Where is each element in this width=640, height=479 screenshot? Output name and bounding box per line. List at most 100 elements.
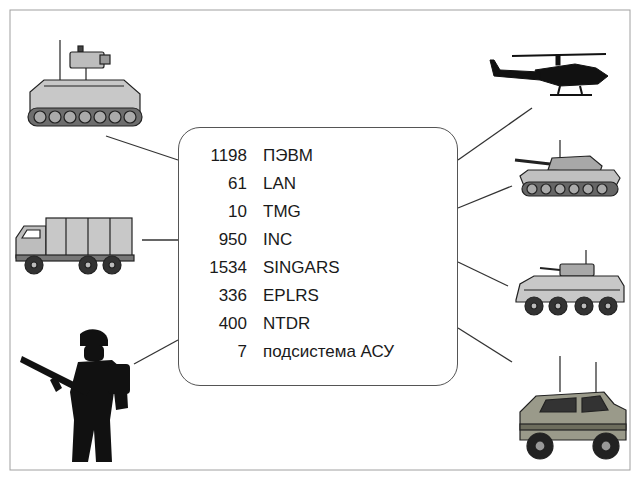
count-value: 400 <box>179 310 247 338</box>
cargo-truck-part-part <box>103 256 121 274</box>
cargo-truck-part <box>25 256 121 274</box>
tracked-apc-part <box>44 85 124 86</box>
wheeled-apc-part <box>524 289 620 290</box>
humvee-part <box>535 441 611 451</box>
item-name: TMG <box>263 198 394 226</box>
humvee-part <box>582 396 608 412</box>
wheeled-apc-part-part <box>581 303 587 309</box>
tank-part-part <box>541 184 551 194</box>
helicopter-part <box>556 55 560 65</box>
tracked-apc-part-part <box>94 111 106 123</box>
tank-part-part <box>583 184 593 194</box>
cargo-truck-part <box>65 218 66 256</box>
tracked-apc-part-part <box>34 111 46 123</box>
wheeled-apc-part-part <box>531 303 537 309</box>
cargo-truck-part-part <box>85 262 91 268</box>
count-value: 7 <box>179 338 247 366</box>
helicopter-part <box>550 94 592 96</box>
soldier-part <box>20 356 90 396</box>
tracked-apc-part <box>85 68 86 80</box>
wheeled-apc-part-part <box>575 297 593 315</box>
humvee <box>520 356 626 459</box>
helicopter-part <box>580 86 582 94</box>
tank-part <box>527 184 607 194</box>
cargo-truck-part <box>31 262 115 268</box>
humvee-part-part <box>535 441 545 451</box>
helicopter-part <box>558 86 560 94</box>
humvee-part-part <box>527 433 553 459</box>
cargo-truck-part-part <box>79 256 97 274</box>
count-value: 10 <box>179 198 247 226</box>
humvee-part <box>595 362 596 394</box>
tracked-apc-part <box>59 40 60 80</box>
tracked-apc-part-part <box>124 111 136 123</box>
list-box: 1198 ПЭВМ 61 LAN 10 TMG 950 INC 1534 SINGARS 336 EP… <box>178 127 458 386</box>
tracked-apc-part-part <box>109 111 121 123</box>
item-name: INC <box>263 226 394 254</box>
count-value: 1198 <box>179 142 247 170</box>
helicopter-part <box>535 64 608 86</box>
tracked-apc-part <box>100 55 110 64</box>
leader-line-part <box>458 108 532 160</box>
cargo-truck-part <box>109 218 110 256</box>
wheeled-apc-part-part <box>605 303 611 309</box>
humvee-part <box>520 424 626 430</box>
cargo-truck-part-part <box>109 262 115 268</box>
tracked-apc <box>28 40 142 126</box>
wheeled-apc-part <box>525 297 617 315</box>
tracked-apc-part-part <box>49 111 61 123</box>
leader-line-part <box>134 340 178 364</box>
wheeled-apc-part <box>540 268 560 270</box>
cargo-truck-part-part <box>25 256 43 274</box>
cargo-truck-part-part <box>31 262 37 268</box>
item-name: ПЭВМ <box>263 142 394 170</box>
item-name: LAN <box>263 170 394 198</box>
wheeled-apc-part-part <box>599 297 617 315</box>
tank-part-part <box>597 184 607 194</box>
tank-part-part <box>527 184 537 194</box>
wheeled-apc-part <box>531 303 611 309</box>
soldier-part <box>108 364 130 394</box>
humvee-part <box>527 433 619 459</box>
leader-line-part <box>458 262 508 286</box>
tracked-apc-part <box>28 108 142 126</box>
tank-part-part <box>569 184 579 194</box>
tank-part-part <box>555 184 565 194</box>
tank-part <box>559 140 560 158</box>
item-name: SINGARS <box>263 254 394 282</box>
wheeled-apc-part-part <box>525 297 543 315</box>
wheeled-apc <box>516 250 624 315</box>
cargo-truck-part <box>46 218 132 256</box>
wheeled-apc-part-part <box>549 297 567 315</box>
frame <box>10 10 630 470</box>
tank <box>515 140 620 196</box>
cargo-truck-part <box>16 226 46 258</box>
soldier-part <box>50 376 62 392</box>
humvee-part <box>520 392 626 440</box>
cargo-truck-part <box>87 218 88 256</box>
count-value: 61 <box>179 170 247 198</box>
soldier <box>20 329 130 462</box>
tracked-apc-part <box>70 52 104 68</box>
leader-line-part <box>142 239 178 240</box>
count-value: 950 <box>179 226 247 254</box>
count-value: 1534 <box>179 254 247 282</box>
cargo-truck-part <box>22 230 40 238</box>
leader-line-part <box>106 136 178 160</box>
item-name: EPLRS <box>263 282 394 310</box>
leader-line-part <box>458 328 512 362</box>
tracked-apc-part <box>78 46 83 52</box>
tracked-apc-part-part <box>64 111 76 123</box>
helicopter-part <box>490 60 540 80</box>
humvee-part-part <box>593 433 619 459</box>
count-value: 336 <box>179 282 247 310</box>
soldier-part <box>80 329 108 346</box>
item-name: подсистема АСУ <box>263 338 394 366</box>
humvee-part-part <box>601 441 611 451</box>
wheeled-apc-part-part <box>555 303 561 309</box>
tank-part <box>522 182 618 196</box>
cargo-truck <box>16 218 134 274</box>
tracked-apc-part-part <box>79 111 91 123</box>
tank-part <box>515 160 550 164</box>
humvee-part <box>559 356 560 392</box>
